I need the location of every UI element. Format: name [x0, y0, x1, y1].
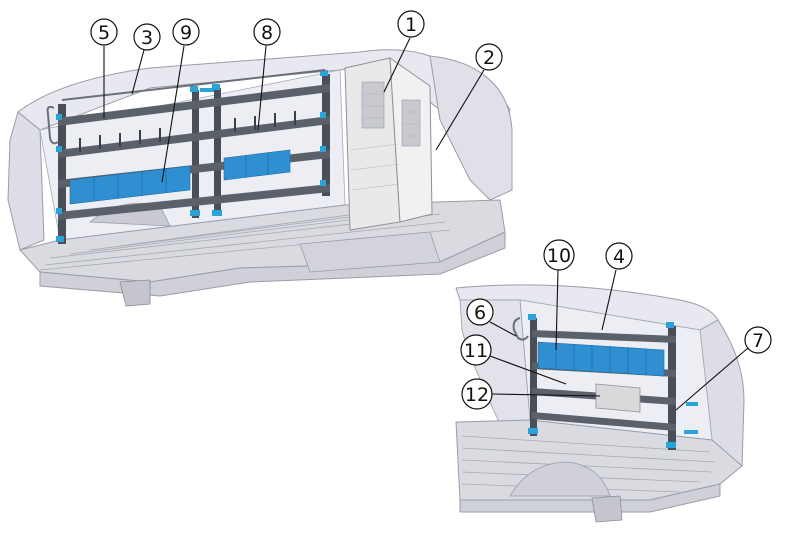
side-step [299, 231, 441, 273]
callout-10: 10 [543, 239, 575, 351]
callout-7: 7 [675, 326, 772, 411]
wheel-well-right [509, 461, 611, 497]
shelving-unit-left [46, 69, 330, 244]
van-rear-wing [429, 55, 513, 201]
callout-6: 6 [466, 298, 517, 337]
callout-7-label: 7 [752, 330, 764, 352]
callout-1: 1 [383, 10, 425, 93]
tool-case [595, 383, 641, 413]
callout-9: 9 [161, 18, 200, 183]
driver-side-shelving-view [7, 49, 513, 307]
callout-11-label: 11 [464, 340, 488, 362]
callout-2: 2 [435, 43, 503, 151]
passenger-side-shelving-view [455, 284, 745, 523]
callout-1-label: 1 [405, 14, 417, 36]
callout-8: 8 [253, 18, 281, 131]
callouts: 1 2 3 4 5 6 [90, 10, 772, 411]
van-rear-wall [7, 111, 45, 251]
shelving-unit-right [512, 314, 698, 450]
callout-11: 11 [460, 334, 567, 385]
callout-4-label: 4 [613, 246, 625, 268]
callout-10-label: 10 [547, 245, 571, 267]
tow-hitch [119, 279, 151, 307]
callout-6-label: 6 [474, 302, 486, 324]
rear-step-right [459, 483, 721, 513]
callout-3: 3 [131, 23, 161, 95]
callout-5: 5 [90, 18, 118, 118]
callout-4: 4 [601, 242, 633, 331]
van-roof [17, 49, 511, 131]
van-roof-right [455, 284, 719, 331]
callout-3-label: 3 [141, 27, 153, 49]
callout-9-label: 9 [180, 22, 192, 44]
tow-hitch-right [591, 495, 623, 523]
callout-8-label: 8 [261, 22, 273, 44]
callout-5-label: 5 [98, 22, 110, 44]
callout-12: 12 [461, 378, 601, 410]
callout-12-label: 12 [465, 384, 489, 406]
partition-panel [344, 56, 433, 231]
callout-2-label: 2 [483, 47, 495, 69]
